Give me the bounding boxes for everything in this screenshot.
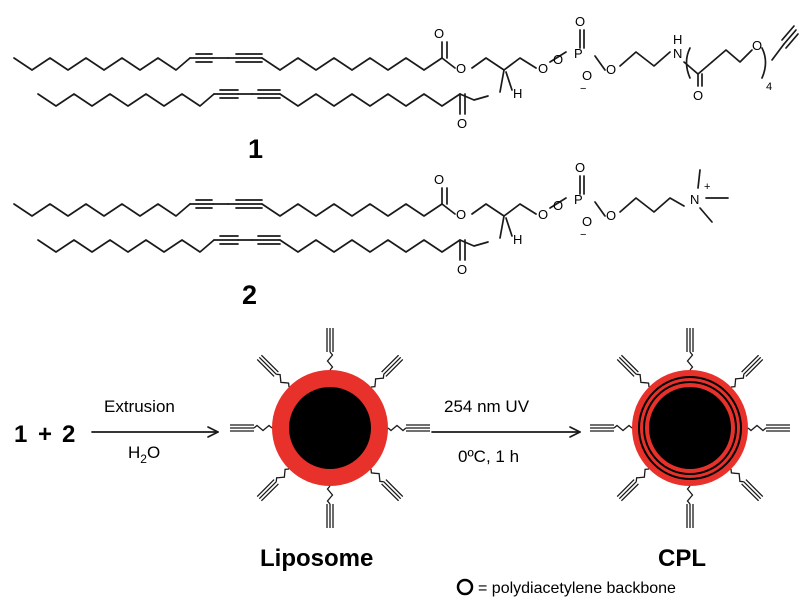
liposome-alkyne [383,481,402,500]
liposome-label: Liposome [260,545,373,572]
liposome-tether [370,374,385,388]
cpl-alkyne [618,481,637,500]
compound-1-structure [13,25,799,115]
cpl-alkyne [616,358,635,377]
c1-phos-o-link: O [553,52,563,67]
reactant-2: 2 [62,421,75,448]
compound-2-structure [13,169,729,261]
c1-phos-o-minus: O [582,68,592,83]
liposome-alkyne [260,354,279,373]
liposome-diagram [230,328,430,528]
liposome-alkyne [260,483,279,502]
liposome-tether [387,424,407,432]
liposome-tether [326,485,334,505]
cpl-diagram [590,328,790,528]
cpl-tether [686,485,694,505]
c2-phos-o-link: O [553,198,563,213]
liposome-tether [326,351,334,371]
c1-amide-n: N [673,46,682,61]
c2-carbonyl-o: O [434,172,444,187]
step1-condition-above: Extrusion [104,397,175,416]
cpl-alkyne [745,479,764,498]
cpl-label: CPL [658,545,706,572]
reaction-text: 1 + 2 Extrusion H2O 254 nm UV 0ºC, 1 h L… [14,397,706,597]
c1-peg-o: O [752,38,762,53]
c2-ester-o: O [456,207,466,222]
liposome-alkyne [258,481,277,500]
liposome-alkyne [381,483,400,502]
compound-1-labels: O O O H O O P O − O N H O O 4 O 1 [248,14,772,164]
step1-solvent-sub: 2 [140,452,147,466]
liposome-alkyne [381,354,400,373]
cpl-alkyne [745,358,764,377]
c1-minus-sign: − [580,83,586,95]
cpl-alkyne [743,356,762,375]
cpl-alkyne [743,481,762,500]
c1-ester-o: O [456,61,466,76]
liposome-tether [370,468,384,483]
liposome-alkyne [256,358,275,377]
liposome-core [289,387,371,469]
c1-glycerol-o: O [538,61,548,76]
c2-minus-sign: − [580,229,586,241]
legend-text: = polydiacetylene backbone [478,580,676,597]
cpl-tether [730,468,744,483]
c1-phos-o-top: O [575,14,585,29]
polydiacetylene-ring-icon [456,578,474,596]
liposome-tether [253,424,273,432]
cpl-tether [747,424,767,432]
c1-peg-repeat: 4 [766,81,772,93]
c2-ammonium-n: N [690,192,699,207]
cpl-alkyne [741,483,760,502]
liposome-alkyne [256,479,275,498]
c2-lower-carbonyl-o: O [457,262,467,277]
liposome-alkyne [383,356,402,375]
step2-condition-above: 254 nm UV [444,397,530,416]
liposome-tether [275,468,290,482]
liposome-tether [276,373,290,388]
compound-1-number: 1 [248,134,263,164]
step1-solvent-h: H [128,443,140,462]
c2-glycerol-o: O [538,207,548,222]
cpl-alkyne [741,354,760,373]
c2-stereo-h: H [513,232,522,247]
step2-condition-below: 0ºC, 1 h [458,447,519,466]
plus-sign: + [38,421,52,448]
cpl-pda-ring-outer [638,376,742,480]
cpl-tether [635,468,650,482]
cpl-alkyne [618,356,637,375]
cpl-tether [613,424,633,432]
cpl-core [649,387,731,469]
liposome-alkyne [385,479,404,498]
step1-solvent: H2O [128,443,160,466]
c2-phos-o-right: O [606,208,616,223]
c1-lower-carbonyl-o: O [457,116,467,131]
compound-2-number: 2 [242,280,257,310]
cpl-tether [686,351,694,371]
cpl-alkyne [620,354,639,373]
cpl-tether [730,374,745,388]
c2-charge-plus: + [704,181,710,193]
c1-phos-o-right: O [606,62,616,77]
liposome-alkyne [385,358,404,377]
c1-amide-h: H [673,32,682,47]
cpl-alkyne [620,483,639,502]
c2-phosphorus: P [574,192,583,207]
reaction-arrow-1-head [207,426,219,438]
cpl-alkyne [616,479,635,498]
liposome-alkyne [258,356,277,375]
step1-solvent-o: O [147,443,160,462]
c2-phos-o-top: O [575,160,585,175]
c1-stereo-h: H [513,86,522,101]
cpl-tether [636,373,650,388]
c1-carbonyl-o: O [434,26,444,41]
reactant-1: 1 [14,421,27,448]
compound-2-labels: O O O H O O P O − O N + O 2 [242,160,710,310]
c1-amide-o: O [693,88,703,103]
c1-phosphorus: P [574,46,583,61]
cpl-pda-ring-inner [643,381,737,475]
reaction-arrow-2-head [569,426,581,438]
c2-phos-o-minus: O [582,214,592,229]
